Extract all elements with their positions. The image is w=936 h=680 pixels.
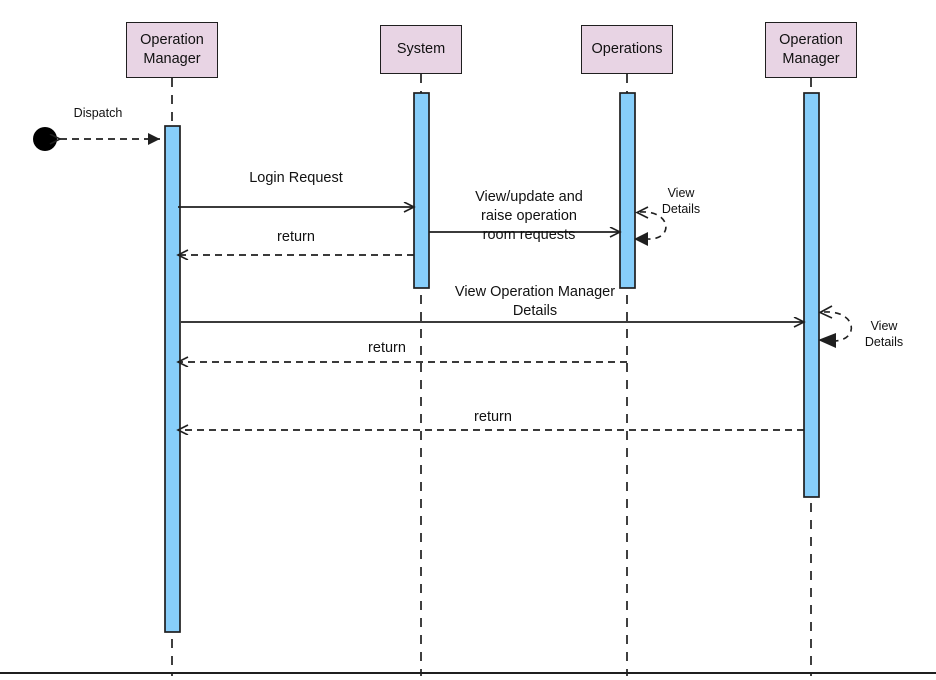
lifeline-head-label: Operation Manager [140,32,204,67]
lifeline-head-operations[interactable]: Operations [581,25,673,74]
lifeline-head-operation-manager-right[interactable]: Operation Manager [765,22,857,78]
lifeline-head-label: Operation Manager [779,32,843,67]
activation-system [413,92,430,289]
start-node-icon [33,127,57,151]
self-loop-operations-open-head [635,206,649,219]
lifeline-head-operation-manager-left[interactable]: Operation Manager [126,22,218,78]
activation-operations [619,92,636,289]
activation-om-right [803,92,820,498]
lifeline-head-label: System [396,41,446,57]
lifeline-head-label: Operations [591,41,663,57]
message-view-details-om-right [818,305,853,348]
self-loop-operations-solid-head [634,232,648,246]
lifeline-lines [171,74,812,676]
self-loop-om-right-path [823,311,853,342]
lifeline-head-system[interactable]: System [380,25,462,74]
self-loop-om-right-open-head [818,305,833,319]
activation-om-left [164,125,181,633]
self-loop-om-right-solid-head [818,333,836,348]
message-view-details-operations [634,206,667,246]
